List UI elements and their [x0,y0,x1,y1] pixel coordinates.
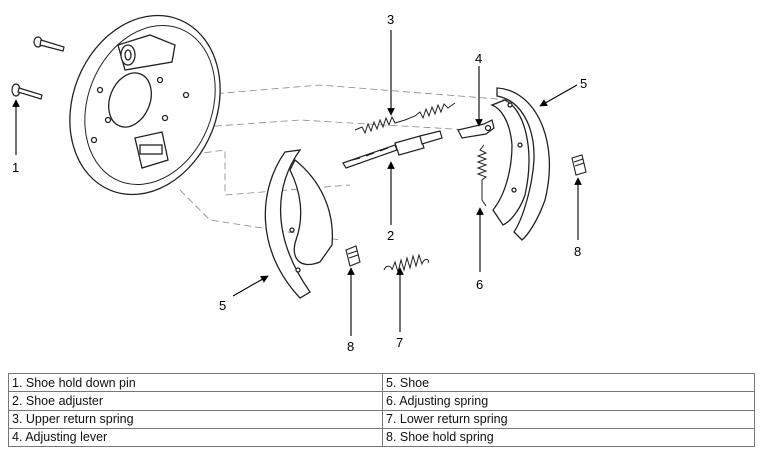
legend-item-2: 2. Shoe adjuster [8,391,383,411]
adjusting-spring [476,144,488,207]
shoe-adjuster [342,130,443,169]
shoe-hold-down-pin-upper [33,36,65,52]
left-brake-shoe [264,149,334,299]
callout-5-right: 5 [580,76,587,91]
backing-plate [69,14,221,196]
callout-4: 4 [475,51,482,66]
legend-item-7: 7. Lower return spring [382,409,755,429]
upper-return-spring [354,102,456,135]
callout-7: 7 [396,335,403,350]
lower-return-spring [383,253,429,274]
legend-item-4: 4. Adjusting lever [8,427,383,448]
callout-2: 2 [387,228,394,243]
parts-legend-table: 1. Shoe hold down pin 5. Shoe 2. Shoe ad… [8,372,755,448]
legend-item-3: 3. Upper return spring [8,409,383,429]
callout-6: 6 [476,277,483,292]
callout-3: 3 [387,12,394,27]
legend-row: 4. Adjusting lever 8. Shoe hold spring [8,427,755,448]
callout-1: 1 [12,160,19,175]
legend-row: 2. Shoe adjuster 6. Adjusting spring [8,391,755,411]
shoe-hold-spring-right [571,154,587,176]
legend-item-1: 1. Shoe hold down pin [8,372,383,393]
right-brake-shoe [490,87,550,241]
legend-item-5: 5. Shoe [382,372,755,393]
callout-8-left: 8 [347,339,354,354]
adjusting-lever [457,119,495,139]
brake-assembly-exploded-diagram: 1 2 3 4 5 5 6 7 8 8 [11,12,587,354]
callout-arrows [12,30,582,336]
shoe-hold-down-pin-lower [11,83,43,100]
legend-item-8: 8. Shoe hold spring [382,427,755,448]
shoe-hold-spring-left [345,245,361,267]
legend-item-6: 6. Adjusting spring [382,391,755,411]
callout-8-right: 8 [574,244,581,259]
callout-5-left: 5 [219,298,226,313]
legend-row: 1. Shoe hold down pin 5. Shoe [8,372,755,393]
legend-row: 3. Upper return spring 7. Lower return s… [8,409,755,429]
